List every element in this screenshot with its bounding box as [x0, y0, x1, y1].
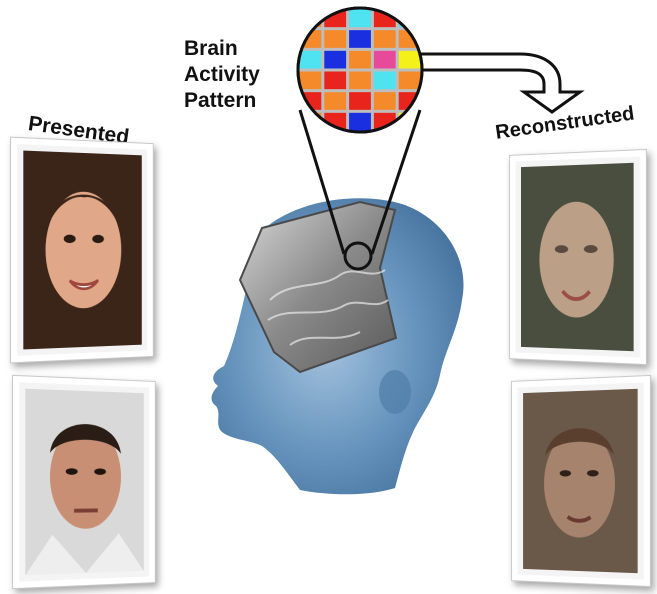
brain-label-line: Activity	[184, 63, 260, 86]
activity-cell	[349, 30, 371, 48]
brain-label-line: Pattern	[184, 89, 257, 112]
activity-cell	[349, 71, 371, 90]
activity-cell	[398, 50, 421, 69]
reconstructed-face-man	[511, 374, 651, 588]
activity-cell	[373, 50, 396, 69]
presented-face-man	[11, 374, 156, 590]
activity-cell	[299, 71, 322, 90]
presented-face-woman	[9, 136, 154, 364]
brain-label-line: Brain	[184, 37, 238, 60]
activity-cell	[349, 50, 371, 69]
activity-cell	[349, 9, 371, 28]
brain-activity-label: Brain Activity Pattern	[184, 36, 260, 114]
face-photo	[23, 150, 142, 350]
activity-cell	[373, 71, 396, 90]
activity-cell	[373, 30, 396, 48]
focus-circle	[343, 241, 373, 271]
activity-circle	[296, 6, 424, 134]
zoom-line-left	[298, 109, 346, 255]
face-photo	[523, 388, 638, 574]
activity-cell	[324, 71, 347, 90]
brain-folds	[267, 269, 389, 346]
activity-cell	[373, 92, 396, 110]
ear	[379, 370, 411, 414]
arrow	[418, 52, 585, 114]
activity-cell	[324, 50, 347, 69]
reconstructed-face-woman	[509, 148, 647, 366]
activity-grid	[298, 8, 422, 132]
activity-cell	[324, 30, 347, 48]
activity-cell	[398, 71, 421, 90]
face-photo	[25, 388, 144, 576]
activity-cell	[349, 92, 371, 110]
activity-cell	[299, 50, 322, 69]
zoom-line-right	[370, 109, 422, 255]
activity-cell	[349, 112, 371, 131]
activity-cell	[324, 92, 347, 110]
face-photo	[521, 162, 634, 352]
